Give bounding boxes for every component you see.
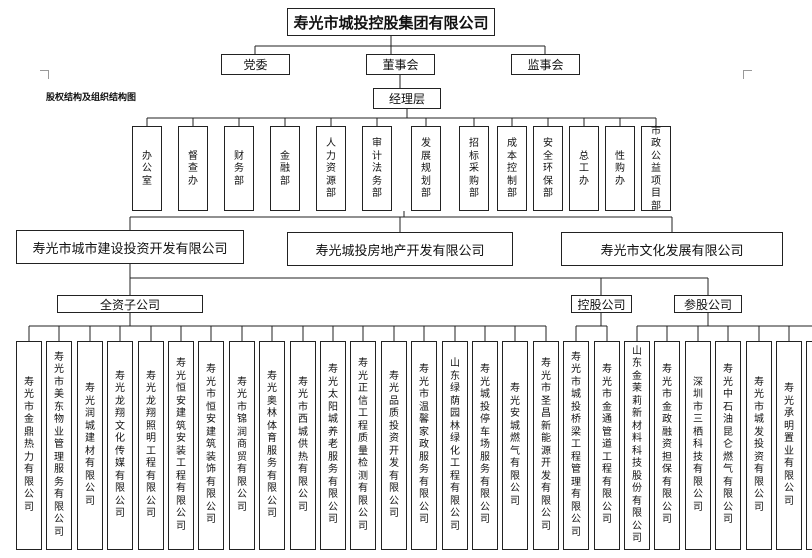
company-box: 寿光市美东物业管理服务有限公司 xyxy=(46,341,72,550)
board-of-directors-label: 董事会 xyxy=(382,58,419,72)
shareholding-group-label: 参股公司 xyxy=(683,297,732,312)
board-of-directors-box: 董事会 xyxy=(366,54,435,75)
company-box: 寿光龙翔文化传媒有限公司 xyxy=(107,341,133,550)
company-box: 寿光市圣昌新能源开发有限公司 xyxy=(533,341,559,550)
party-committee-box: 党委 xyxy=(221,54,290,75)
subsidiary-construction-box: 寿光市城市建设投资开发有限公司 xyxy=(16,230,244,264)
department-box: 安全环保部 xyxy=(533,126,563,211)
company-box: 寿光正信工程质量检测有限公司 xyxy=(350,341,376,550)
company-box: 寿光中石油昆仑燃气有限公司 xyxy=(715,341,741,550)
subsidiary-culture-box: 寿光市文化发展有限公司 xyxy=(561,232,783,266)
department-box: 金融部 xyxy=(270,126,300,211)
subsidiary-realestate-box: 寿光城投房地产开发有限公司 xyxy=(287,232,513,266)
holding-group-box: 控股公司 xyxy=(571,295,632,313)
subsidiary-culture-name: 寿光市文化发展有限公司 xyxy=(600,243,744,259)
department-box: 办公室 xyxy=(132,126,162,211)
company-box: 寿光恒安建筑安装工程有限公司 xyxy=(168,341,194,550)
wholly-owned-group-label: 全资子公司 xyxy=(99,297,160,312)
company-box: 寿光市金政融资担保有限公司 xyxy=(654,341,680,550)
corner-mark-icon xyxy=(40,70,49,79)
wholly-owned-group-box: 全资子公司 xyxy=(57,295,203,313)
shareholding-group-box: 参股公司 xyxy=(674,295,742,313)
department-box: 招标采购部 xyxy=(459,126,489,211)
group-company-box: 寿光市城投控股集团有限公司 xyxy=(287,8,495,36)
company-box: 寿光市金鼎热力有限公司 xyxy=(16,341,42,550)
department-box: 人力资源部 xyxy=(316,126,346,211)
company-box: 寿光润城建材有限公司 xyxy=(77,341,103,550)
company-box: 寿光市恒安建筑装饰有限公司 xyxy=(198,341,224,550)
department-box: 市政公益项目部 xyxy=(641,126,671,212)
department-box: 审计法务部 xyxy=(362,126,392,211)
chart-caption: 股权结构及组织结构图 xyxy=(46,93,137,103)
subsidiary-construction-name: 寿光市城市建设投资开发有限公司 xyxy=(32,241,228,257)
company-box: 寿光品质投资开发有限公司 xyxy=(381,341,407,550)
corner-mark-icon xyxy=(743,70,752,79)
company-box: 寿光市锦润商贸有限公司 xyxy=(229,341,255,550)
company-box: 寿光城投停车场服务有限公司 xyxy=(472,341,498,550)
group-company-name: 寿光市城投控股集团有限公司 xyxy=(293,13,489,32)
company-box: 山东绿荫园林绿化工程有限公司 xyxy=(442,341,468,550)
company-box: 寿光安城燃气有限公司 xyxy=(502,341,528,550)
department-box: 财务部 xyxy=(224,126,254,211)
management-box: 经理层 xyxy=(373,88,441,109)
company-box: 山东金茉莉新材料科技股份有限公司 xyxy=(624,341,650,550)
company-box: 深圳市三栖科技有限公司 xyxy=(685,341,711,550)
company-box: 寿光承明置业有限公司 xyxy=(776,341,802,550)
holding-group-label: 控股公司 xyxy=(577,297,626,312)
company-box: 寿光市西城供热有限公司 xyxy=(290,341,316,550)
department-box: 性购办 xyxy=(605,126,635,211)
company-box: 山东鲁洋天然气有限公司 xyxy=(806,341,812,550)
company-box: 寿光市城发投资有限公司 xyxy=(746,341,772,550)
department-box: 发展规划部 xyxy=(411,126,441,211)
subsidiary-realestate-name: 寿光城投房地产开发有限公司 xyxy=(315,243,485,259)
management-label: 经理层 xyxy=(388,92,425,106)
department-box: 督查办 xyxy=(178,126,208,211)
department-box: 总工办 xyxy=(569,126,599,211)
party-committee-label: 党委 xyxy=(243,58,268,72)
company-box: 寿光市城投桥梁工程管理有限公司 xyxy=(563,341,589,550)
company-box: 寿光龙翔照明工程有限公司 xyxy=(138,341,164,550)
company-box: 寿光市温馨家政服务有限公司 xyxy=(411,341,437,550)
company-box: 寿光太阳城养老服务有限公司 xyxy=(320,341,346,550)
company-box: 寿光市金通管道工程有限公司 xyxy=(594,341,620,550)
board-of-supervisors-label: 监事会 xyxy=(527,58,564,72)
company-box: 寿光奥林体育服务有限公司 xyxy=(259,341,285,550)
department-box: 成本控制部 xyxy=(497,126,527,211)
board-of-supervisors-box: 监事会 xyxy=(511,54,580,75)
